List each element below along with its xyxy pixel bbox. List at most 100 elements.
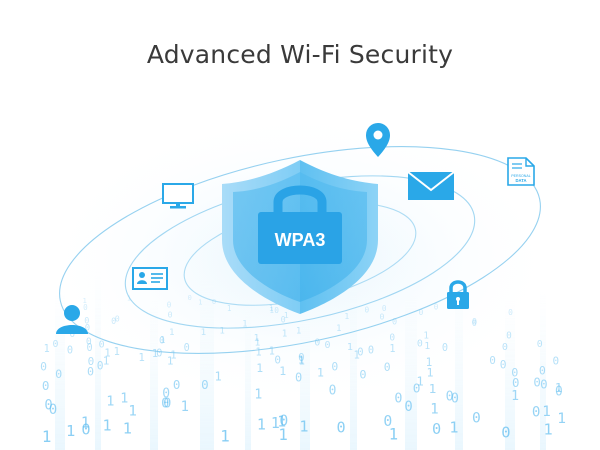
padlock-icon <box>447 280 469 309</box>
binary-digit: 1 <box>296 326 301 336</box>
binary-digit: 0 <box>111 317 116 327</box>
binary-digit: 0 <box>83 303 88 312</box>
binary-digit: 1 <box>269 304 274 313</box>
binary-digit: 1 <box>219 327 224 337</box>
binary-digit: 1 <box>542 404 551 420</box>
binary-digit: 1 <box>298 354 305 367</box>
binary-digit: 0 <box>451 392 459 407</box>
binary-digit: 0 <box>533 374 540 389</box>
binary-digit: 1 <box>104 348 110 360</box>
binary-digit: 1 <box>83 296 87 305</box>
binary-digit: 1 <box>255 347 261 359</box>
mail-icon <box>407 171 455 200</box>
binary-digit: 0 <box>325 340 331 351</box>
binary-digit: 1 <box>66 422 75 440</box>
binary-digit: 1 <box>255 337 261 348</box>
binary-digit: 0 <box>53 339 59 350</box>
binary-digit: 0 <box>383 413 392 430</box>
binary-digit: 1 <box>201 327 207 338</box>
binary-digit: 1 <box>269 306 274 315</box>
binary-digit: 0 <box>84 317 89 327</box>
binary-digit: 1 <box>511 389 519 404</box>
binary-digit: 0 <box>357 347 363 359</box>
binary-digit: 0 <box>417 338 423 349</box>
binary-digit: 0 <box>279 413 288 430</box>
binary-digit: 1 <box>430 402 438 418</box>
light-streaks <box>55 270 546 450</box>
binary-digit: 1 <box>215 370 222 384</box>
binary-digit: 1 <box>271 414 280 432</box>
document-label-personal: PERSONAL <box>511 174 531 178</box>
binary-digit: 1 <box>429 382 437 397</box>
binary-digit: 0 <box>298 351 305 364</box>
binary-digit: 0 <box>331 360 338 374</box>
binary-digit: 0 <box>392 317 397 327</box>
binary-digit: 1 <box>354 349 360 361</box>
binary-digit: 0 <box>472 409 481 426</box>
binary-digit: 1 <box>317 366 324 380</box>
binary-digit: 0 <box>500 358 507 371</box>
binary-digit: 0 <box>42 378 50 393</box>
binary-digit: 1 <box>198 297 202 306</box>
binary-digit: 0 <box>419 308 424 317</box>
binary-digit: 0 <box>274 306 279 315</box>
binary-digit: 0 <box>434 303 439 312</box>
binary-digit: 1 <box>106 394 114 410</box>
binary-digit: 1 <box>81 413 90 431</box>
binary-digit: 0 <box>212 297 216 306</box>
binary-digit: 0 <box>537 339 543 350</box>
binary-digit: 0 <box>49 402 58 418</box>
binary-digit: 1 <box>152 348 158 360</box>
binary-digit: 0 <box>87 364 94 378</box>
location-pin-icon <box>366 123 390 157</box>
binary-digit: 0 <box>413 382 421 397</box>
binary-digit: 0 <box>159 336 165 347</box>
binary-digit: 1 <box>544 420 553 438</box>
binary-digit: 0 <box>86 336 92 347</box>
binary-digit: 1 <box>138 351 145 364</box>
binary-digit: 1 <box>254 388 262 403</box>
binary-digit: 0 <box>88 355 95 368</box>
wpa3-label: WPA3 <box>275 230 326 250</box>
binary-digit: 1 <box>449 419 458 437</box>
binary-digit: 0 <box>163 396 171 412</box>
binary-digit: 0 <box>501 424 510 442</box>
binary-digit: 0 <box>368 345 374 357</box>
binary-digit: 1 <box>284 310 289 320</box>
binary-digit: 0 <box>87 343 93 354</box>
binary-digit: 1 <box>279 364 286 378</box>
binary-digit: 0 <box>506 330 512 341</box>
binary-digit: 0 <box>314 338 320 349</box>
monitor-icon <box>162 183 194 209</box>
binary-digit: 1 <box>389 344 395 355</box>
binary-digit: 0 <box>511 366 518 380</box>
binary-digit: 0 <box>70 329 76 340</box>
binary-digit: 0 <box>359 367 366 381</box>
binary-digit: 0 <box>532 404 541 420</box>
binary-digit: 0 <box>184 343 190 354</box>
binary-digit: 0 <box>337 419 346 437</box>
binary-digit: 0 <box>162 386 170 401</box>
binary-digit: 0 <box>329 384 337 399</box>
binary-digit: 0 <box>539 364 546 378</box>
binary-digit: 1 <box>298 354 305 367</box>
binary-digit: 1 <box>282 328 288 339</box>
binary-digit: 1 <box>426 356 433 369</box>
binary-digit: 0 <box>55 367 62 381</box>
binary-digit: 0 <box>44 398 52 414</box>
binary-digit: 1 <box>103 416 112 434</box>
binary-digit: 0 <box>384 360 391 374</box>
binary-digit: 0 <box>442 343 448 354</box>
binary-digit: 1 <box>120 392 128 407</box>
binary-digit: 0 <box>81 420 90 438</box>
binary-digit: 1 <box>336 324 341 334</box>
binary-digit: 1 <box>114 346 120 358</box>
binary-digit: 0 <box>168 310 173 320</box>
binary-digit: 1 <box>344 311 349 321</box>
binary-digit: 1 <box>277 413 286 431</box>
binary-digit: 0 <box>380 312 385 322</box>
binary-digit: 1 <box>424 341 430 352</box>
binary-digit: 1 <box>557 410 566 427</box>
